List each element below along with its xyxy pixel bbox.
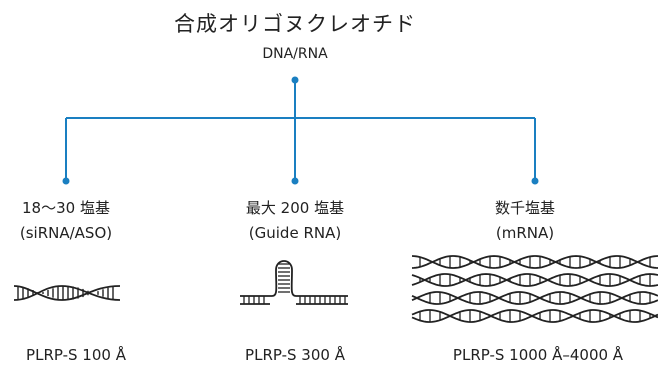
diagram-subtitle: DNA/RNA	[262, 46, 328, 62]
branch-2-size-label: 最大 200 塩基	[245, 199, 345, 217]
branch-1-type-label: (siRNA/ASO)	[19, 224, 113, 242]
hairpin-icon	[240, 260, 348, 305]
long-helix-icon	[411, 255, 658, 323]
branch-1-size-label: 18〜30 塩基	[22, 199, 110, 217]
branch-3-product: PLRP-S 1000 Å–4000 Å	[452, 346, 624, 364]
trunk-node	[291, 76, 299, 84]
branch-3-size-label: 数千塩基	[494, 199, 555, 217]
branch-1-product: PLRP-S 100 Å	[26, 346, 126, 364]
branch-node-3	[531, 177, 539, 185]
double-helix-icon	[13, 285, 121, 301]
diagram-title: 合成オリゴヌクレオチド	[174, 12, 416, 36]
branch-3-type-label: (mRNA)	[495, 224, 555, 242]
branch-2: 最大 200 塩基 (Guide RNA)	[195, 197, 395, 242]
branch-2-type-label: (Guide RNA)	[248, 224, 342, 242]
branch-3: 数千塩基 (mRNA)	[425, 197, 625, 242]
branch-1: 18〜30 塩基 (siRNA/ASO)	[0, 197, 166, 242]
branch-node-1	[62, 177, 70, 185]
branch-2-product: PLRP-S 300 Å	[245, 346, 345, 364]
branch-node-2	[291, 177, 299, 185]
